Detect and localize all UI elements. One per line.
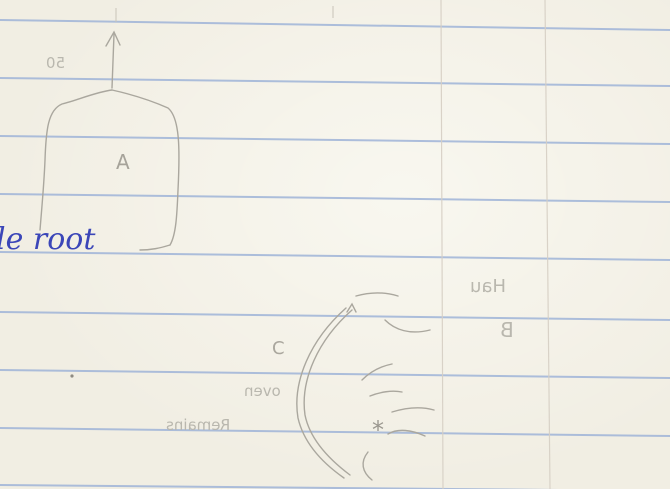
faint-mark-top: 50 [46,54,66,72]
rule-line-4 [0,193,670,203]
faint-mark-b: B [500,318,514,342]
rule-line-7 [0,369,670,379]
asterisk-mark: * [372,416,384,444]
arrow-shaft [111,33,115,89]
rule-line-9 [0,484,559,489]
faint-mark-remains: Remains [166,416,231,434]
rule-line-8 [0,427,670,437]
column-line-1 [440,0,444,489]
node-bottom-edge [139,244,171,251]
column-line-2 [544,0,551,489]
rule-line-6 [0,311,670,321]
branch-label-c: C [272,338,285,359]
rule-line-1 [0,19,670,31]
rule-line-5 [0,251,670,261]
node-right-edge [111,89,180,246]
handwritten-note: le root [0,222,96,257]
node-label: A [116,150,130,174]
arrow-head [105,30,121,47]
arc-outer [303,309,353,476]
node-left-edge [39,89,113,231]
arc-arrow-head [346,302,357,313]
arc-inner [296,307,347,479]
faint-mark-hau: Hau [470,276,506,297]
rule-line-3 [0,135,670,145]
faint-mark-oven: oven [244,382,281,400]
